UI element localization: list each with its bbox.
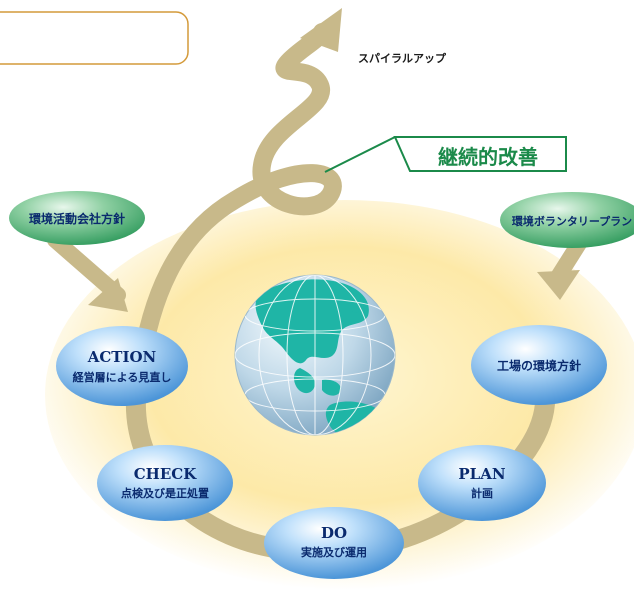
check-bubble <box>97 445 233 521</box>
input-right-label: 環境ボランタリープラン <box>512 214 632 228</box>
improvement-label: 継続的改善 <box>438 145 538 169</box>
input-arrow-right <box>537 234 588 300</box>
do-bubble <box>264 507 404 579</box>
check-title: CHECK <box>134 465 197 483</box>
action-subtitle: 経営層による見直し <box>73 370 172 384</box>
improvement-banner: 継続的改善 <box>324 136 567 173</box>
plan-bubble <box>418 445 546 521</box>
input-arrow-left <box>47 232 128 312</box>
spiral-label: スパイラルアップ <box>358 51 447 65</box>
action-title: ACTION <box>87 348 157 366</box>
plan-title: PLAN <box>458 465 505 483</box>
do-title: DO <box>321 524 347 542</box>
policy-bubble <box>471 325 607 405</box>
spiral-up-arrow <box>131 8 342 381</box>
input-left-label: 環境活動会社方針 <box>29 211 125 226</box>
action-bubble <box>56 326 188 406</box>
globe-icon <box>234 274 396 436</box>
check-subtitle: 点検及び是正処置 <box>121 486 209 500</box>
input-bubble-left <box>9 191 145 245</box>
policy-subtitle: 工場の環境方針 <box>497 358 581 373</box>
do-subtitle: 実施及び運用 <box>301 545 367 559</box>
plan-subtitle: 計画 <box>471 486 493 500</box>
header-box <box>0 11 189 65</box>
input-bubble-right <box>500 192 634 248</box>
